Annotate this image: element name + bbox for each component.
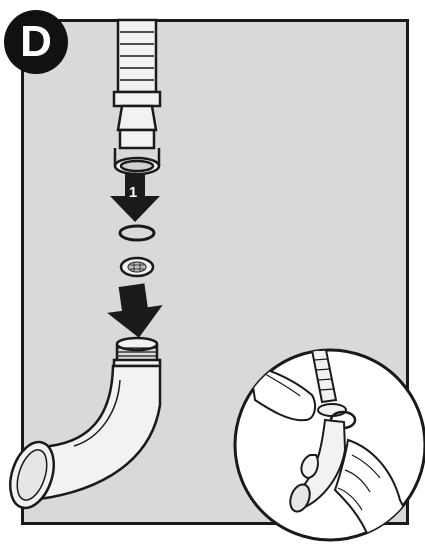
magnifier-inset [233, 348, 425, 542]
down-arrow-icon [110, 174, 160, 222]
o-ring-washer [118, 224, 156, 242]
step-number-label: 1 [128, 184, 138, 201]
down-arrow-icon-2 [107, 283, 163, 338]
spray-hose [112, 18, 162, 176]
screen-filter [119, 256, 155, 278]
sprayer-head [9, 336, 162, 510]
panel-letter-badge: D [4, 10, 68, 74]
